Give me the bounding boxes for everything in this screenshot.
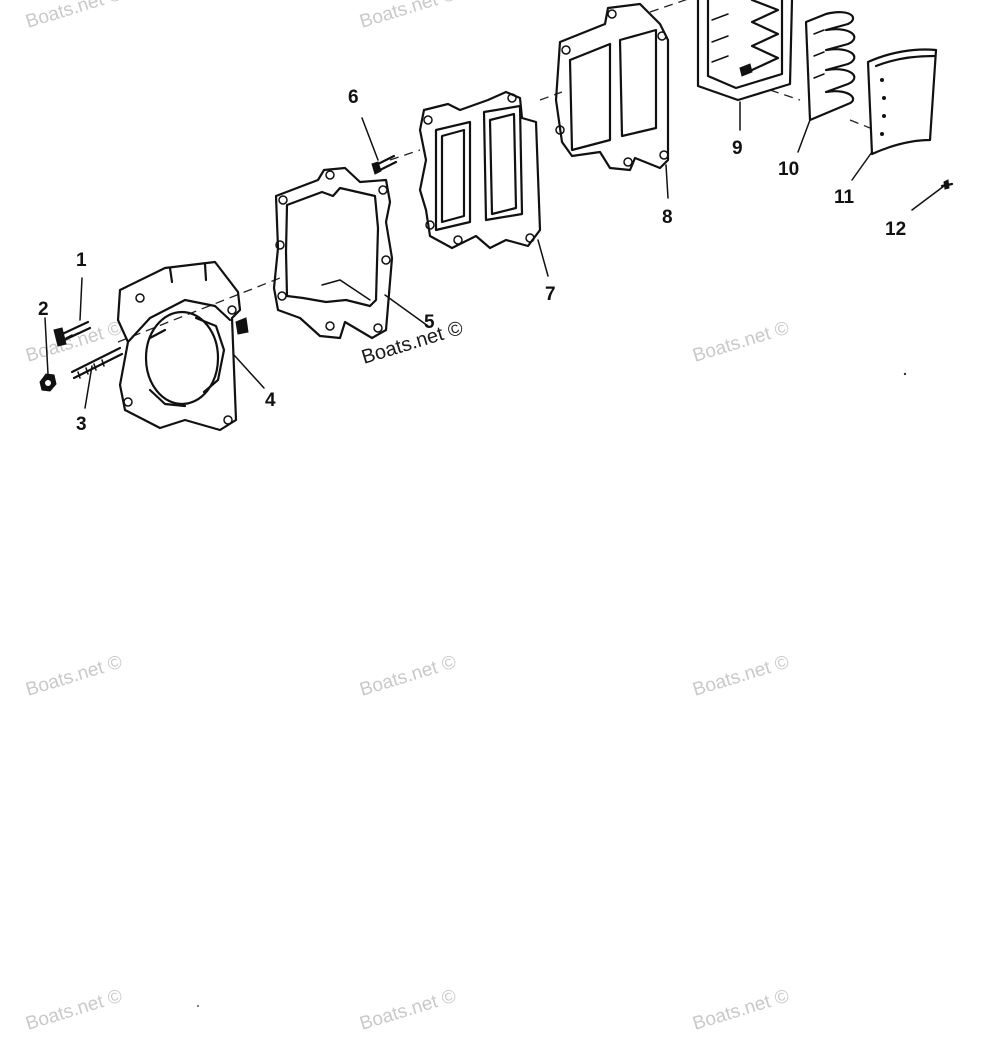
part-8-gasket — [554, 2, 670, 172]
part-11-reed-stop — [866, 48, 938, 156]
watermark: Boats.net © — [357, 986, 458, 1035]
watermark: Boats.net © — [23, 652, 124, 701]
leader-lines — [44, 101, 945, 409]
callout-12: 12 — [885, 219, 906, 240]
speck — [197, 1005, 199, 1007]
callout-3: 3 — [76, 414, 87, 435]
callout-11: 11 — [834, 187, 855, 208]
callout-7: 7 — [545, 284, 556, 305]
part-4-reed-housing — [116, 260, 249, 432]
callout-2: 2 — [38, 299, 49, 320]
watermark-layer: Boats.net © Boats.net © Boats.net © Boat… — [23, 0, 791, 1035]
part-12-screw — [940, 179, 954, 190]
part-3-stud — [70, 346, 124, 380]
callout-9: 9 — [732, 138, 743, 159]
part-6-screw — [371, 154, 398, 175]
part-10-reed-petals — [804, 11, 856, 122]
callout-5: 5 — [424, 312, 435, 333]
part-7-reed-plate — [418, 90, 542, 250]
callout-6: 6 — [348, 87, 359, 108]
part-2-nut — [39, 373, 57, 392]
speck — [903, 372, 907, 376]
watermark: Boats.net © — [357, 0, 458, 33]
part-1-bolt — [53, 320, 92, 347]
callout-10: 10 — [778, 159, 799, 180]
watermark: Boats.net © — [690, 318, 791, 367]
watermark: Boats.net © — [23, 0, 124, 33]
watermark: Boats.net © — [23, 986, 124, 1035]
callout-8: 8 — [662, 207, 673, 228]
callout-4: 4 — [265, 390, 276, 411]
part-5-gasket — [272, 166, 394, 340]
watermark: Boats.net © — [690, 652, 791, 701]
watermark: Boats.net © — [357, 652, 458, 701]
watermark: Boats.net © — [690, 986, 791, 1035]
callout-labels: 1 2 3 4 5 6 7 8 9 10 11 12 — [38, 87, 906, 435]
assembly-axis-line — [117, 0, 871, 343]
part-9-reed-block — [696, 0, 794, 102]
callout-1: 1 — [76, 250, 87, 271]
